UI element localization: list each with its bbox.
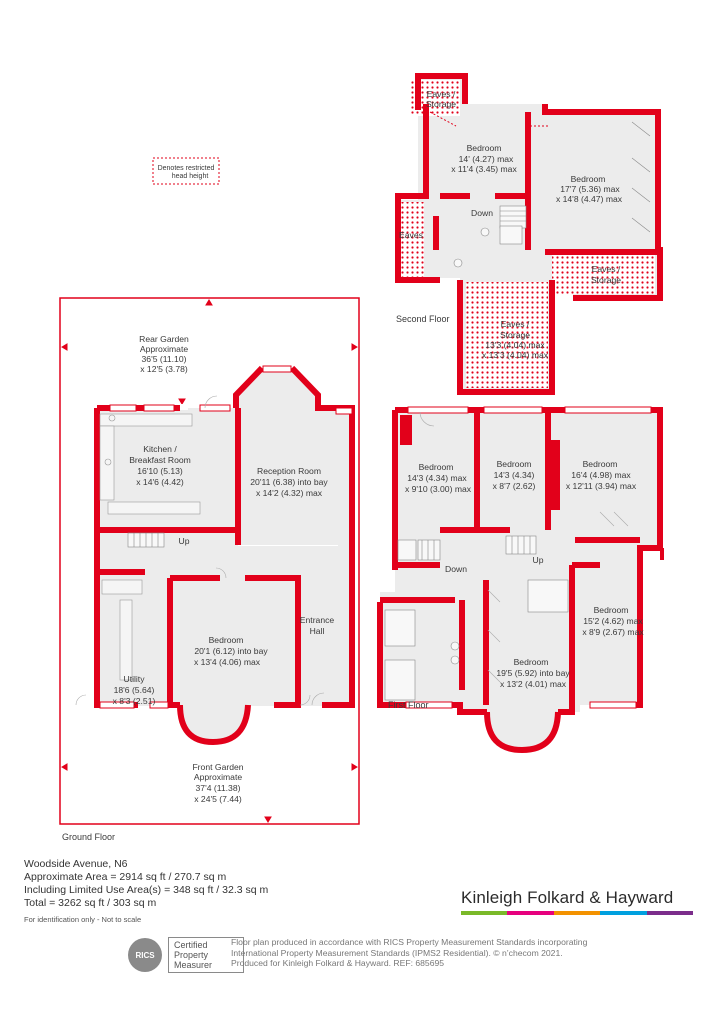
gf-rear-garden-l2: Approximate xyxy=(140,344,188,354)
gf-kitchen-l4: x 14'6 (4.42) xyxy=(136,477,184,487)
measurement-statement: Floor plan produced in accordance with R… xyxy=(231,937,631,969)
statement-line-3: Produced for Kinleigh Folkard & Hayward.… xyxy=(231,958,445,968)
gf-kitchen-l1: Kitchen / xyxy=(143,444,177,454)
ff-bedroom-a-dim1: 14'3 (4.34) max xyxy=(407,473,467,483)
sf-bedroom-right-dim2: x 14'8 (4.47) max xyxy=(556,194,623,204)
brand-bar-segment xyxy=(646,911,694,915)
rics-certification: RICS Certified Property Measurer xyxy=(128,937,244,973)
restricted-head-height-legend: Denotes restricted head height xyxy=(152,157,220,185)
sf-eaves-storage-right-l2: Storage xyxy=(591,275,621,285)
sf-bedroom-right-dim1: 17'7 (5.36) max xyxy=(560,184,620,194)
scale-disclaimer: For identification only - Not to scale xyxy=(24,915,142,924)
agency-brand: Kinleigh Folkard & Hayward xyxy=(461,888,701,915)
badge-line-3: Measurer xyxy=(174,960,213,970)
sf-bedroom-right-name: Bedroom xyxy=(571,174,606,184)
statement-line-1: Floor plan produced in accordance with R… xyxy=(231,937,588,947)
gf-entrance-l1: Entrance xyxy=(300,615,335,625)
ff-bedroom-d-name: Bedroom xyxy=(594,605,629,615)
property-address: Woodside Avenue, N6 xyxy=(24,858,128,870)
sf-eaves-storage-bottom-l4: x 13'3 (4.04) max xyxy=(482,350,549,360)
sf-eaves-storage-top-l1: Eaves / xyxy=(427,89,456,99)
gf-up-label: Up xyxy=(179,536,190,546)
gf-bedroom-l3: x 13'4 (4.06) max xyxy=(194,657,261,667)
ff-bedroom-b-dim2: x 8'7 (2.62) xyxy=(493,481,536,491)
brand-color-bar xyxy=(461,911,694,915)
gf-front-garden-l2: Approximate xyxy=(194,772,242,782)
sf-eaves-storage-bottom-l3: 13'3 (4.04) max xyxy=(485,340,545,350)
ground-floor-plan: Ground Floor Rear Garden Approximate 36'… xyxy=(59,297,360,842)
sf-eaves-storage-top-l2: Storage xyxy=(426,99,456,109)
second-floor-label: Second Floor xyxy=(396,314,450,324)
legend-line-2: head height xyxy=(172,173,209,180)
gf-kitchen-l2: Breakfast Room xyxy=(129,455,191,465)
approximate-area: Approximate Area = 2914 sq ft / 270.7 sq… xyxy=(24,871,227,883)
rics-logo-icon: RICS xyxy=(128,938,162,972)
gf-kitchen-l3: 16'10 (5.13) xyxy=(137,466,183,476)
badge-line-1: Certified xyxy=(174,940,208,950)
sf-eaves-storage-right-l1: Eaves / xyxy=(592,264,621,274)
ff-bedroom-d-dim2: x 8'9 (2.67) max xyxy=(582,627,644,637)
brand-bar-segment xyxy=(600,911,647,915)
ff-bedroom-c-name: Bedroom xyxy=(583,459,618,469)
ff-bedroom-c-dim2: x 12'11 (3.94) max xyxy=(566,481,637,491)
brand-bar-segment xyxy=(553,911,601,915)
sf-down-label: Down xyxy=(471,208,493,218)
property-summary: Woodside Avenue, N6 Approximate Area = 2… xyxy=(24,858,268,910)
ff-bedroom-b-dim1: 14'3 (4.34) xyxy=(494,470,535,480)
gf-reception-l1: Reception Room xyxy=(257,466,321,476)
first-floor-label: First Floor xyxy=(388,700,429,710)
sf-bedroom-left-dim2: x 11'4 (3.45) max xyxy=(451,164,517,174)
first-floor-plan: First Floor Bedroom 14'3 (4.34) max x 9'… xyxy=(377,406,664,754)
gf-front-garden-l4: x 24'5 (7.44) xyxy=(194,794,242,804)
gf-entrance-l2: Hall xyxy=(310,626,325,636)
total-area: Total = 3262 sq ft / 303 sq m xyxy=(24,897,157,909)
statement-line-2: International Property Measurement Stand… xyxy=(231,947,563,958)
certified-measurer-badge: Certified Property Measurer xyxy=(168,937,244,973)
second-floor-plan: Second Floor Eaves / Storage Bedroom 14'… xyxy=(395,73,663,395)
rics-logo-text: RICS xyxy=(135,950,155,960)
ground-floor-label: Ground Floor xyxy=(62,832,115,842)
ff-bedroom-e-dim1: 19'5 (5.92) into bay xyxy=(496,668,570,678)
sf-bedroom-left-name: Bedroom xyxy=(467,143,502,153)
ff-bedroom-d-dim1: 15'2 (4.62) max xyxy=(583,616,643,626)
gf-rear-garden-l4: x 12'5 (3.78) xyxy=(140,364,188,374)
gf-reception-l2: 20'11 (6.38) into bay xyxy=(250,477,328,487)
agency-name: Kinleigh Folkard & Hayward xyxy=(461,888,674,907)
sf-eaves-storage-bottom-l1: Eaves / xyxy=(501,319,530,329)
legend-line-1: Denotes restricted xyxy=(158,165,215,172)
gf-bedroom-l2: 20'1 (6.12) into bay xyxy=(194,646,268,656)
brand-bar-segment xyxy=(507,911,554,915)
brand-bar-segment xyxy=(461,911,508,915)
gf-bedroom-l1: Bedroom xyxy=(209,635,244,645)
gf-rear-garden-l1: Rear Garden xyxy=(139,334,189,344)
ff-down-label: Down xyxy=(445,564,467,574)
gf-utility-l3: x 8'3 (2.51) xyxy=(113,696,156,706)
ff-bedroom-e-dim2: x 13'2 (4.01) max xyxy=(500,679,567,689)
gf-reception-l3: x 14'2 (4.32) max xyxy=(256,488,323,498)
ff-bedroom-c-dim1: 16'4 (4.98) max xyxy=(571,470,631,480)
gf-front-garden-l3: 37'4 (11.38) xyxy=(196,783,241,793)
ff-bedroom-b-name: Bedroom xyxy=(497,459,532,469)
gf-front-garden-l1: Front Garden xyxy=(192,762,243,772)
sf-bedroom-left-dim1: 14' (4.27) max xyxy=(459,154,514,164)
badge-line-2: Property xyxy=(174,950,209,960)
ff-bedroom-a-name: Bedroom xyxy=(419,462,454,472)
gf-rear-garden-l3: 36'5 (11.10) xyxy=(142,354,187,364)
gf-utility-l1: Utility xyxy=(123,674,145,684)
ff-up-label: Up xyxy=(533,555,544,565)
limited-use-area: Including Limited Use Area(s) = 348 sq f… xyxy=(24,884,269,896)
ff-bedroom-a-dim2: x 9'10 (3.00) max xyxy=(405,484,472,494)
sf-eaves-left: Eaves xyxy=(399,230,423,240)
gf-utility-l2: 18'6 (5.64) xyxy=(114,685,155,695)
ff-bedroom-e-name: Bedroom xyxy=(514,657,549,667)
sf-eaves-storage-bottom-l2: Storage xyxy=(500,330,530,340)
